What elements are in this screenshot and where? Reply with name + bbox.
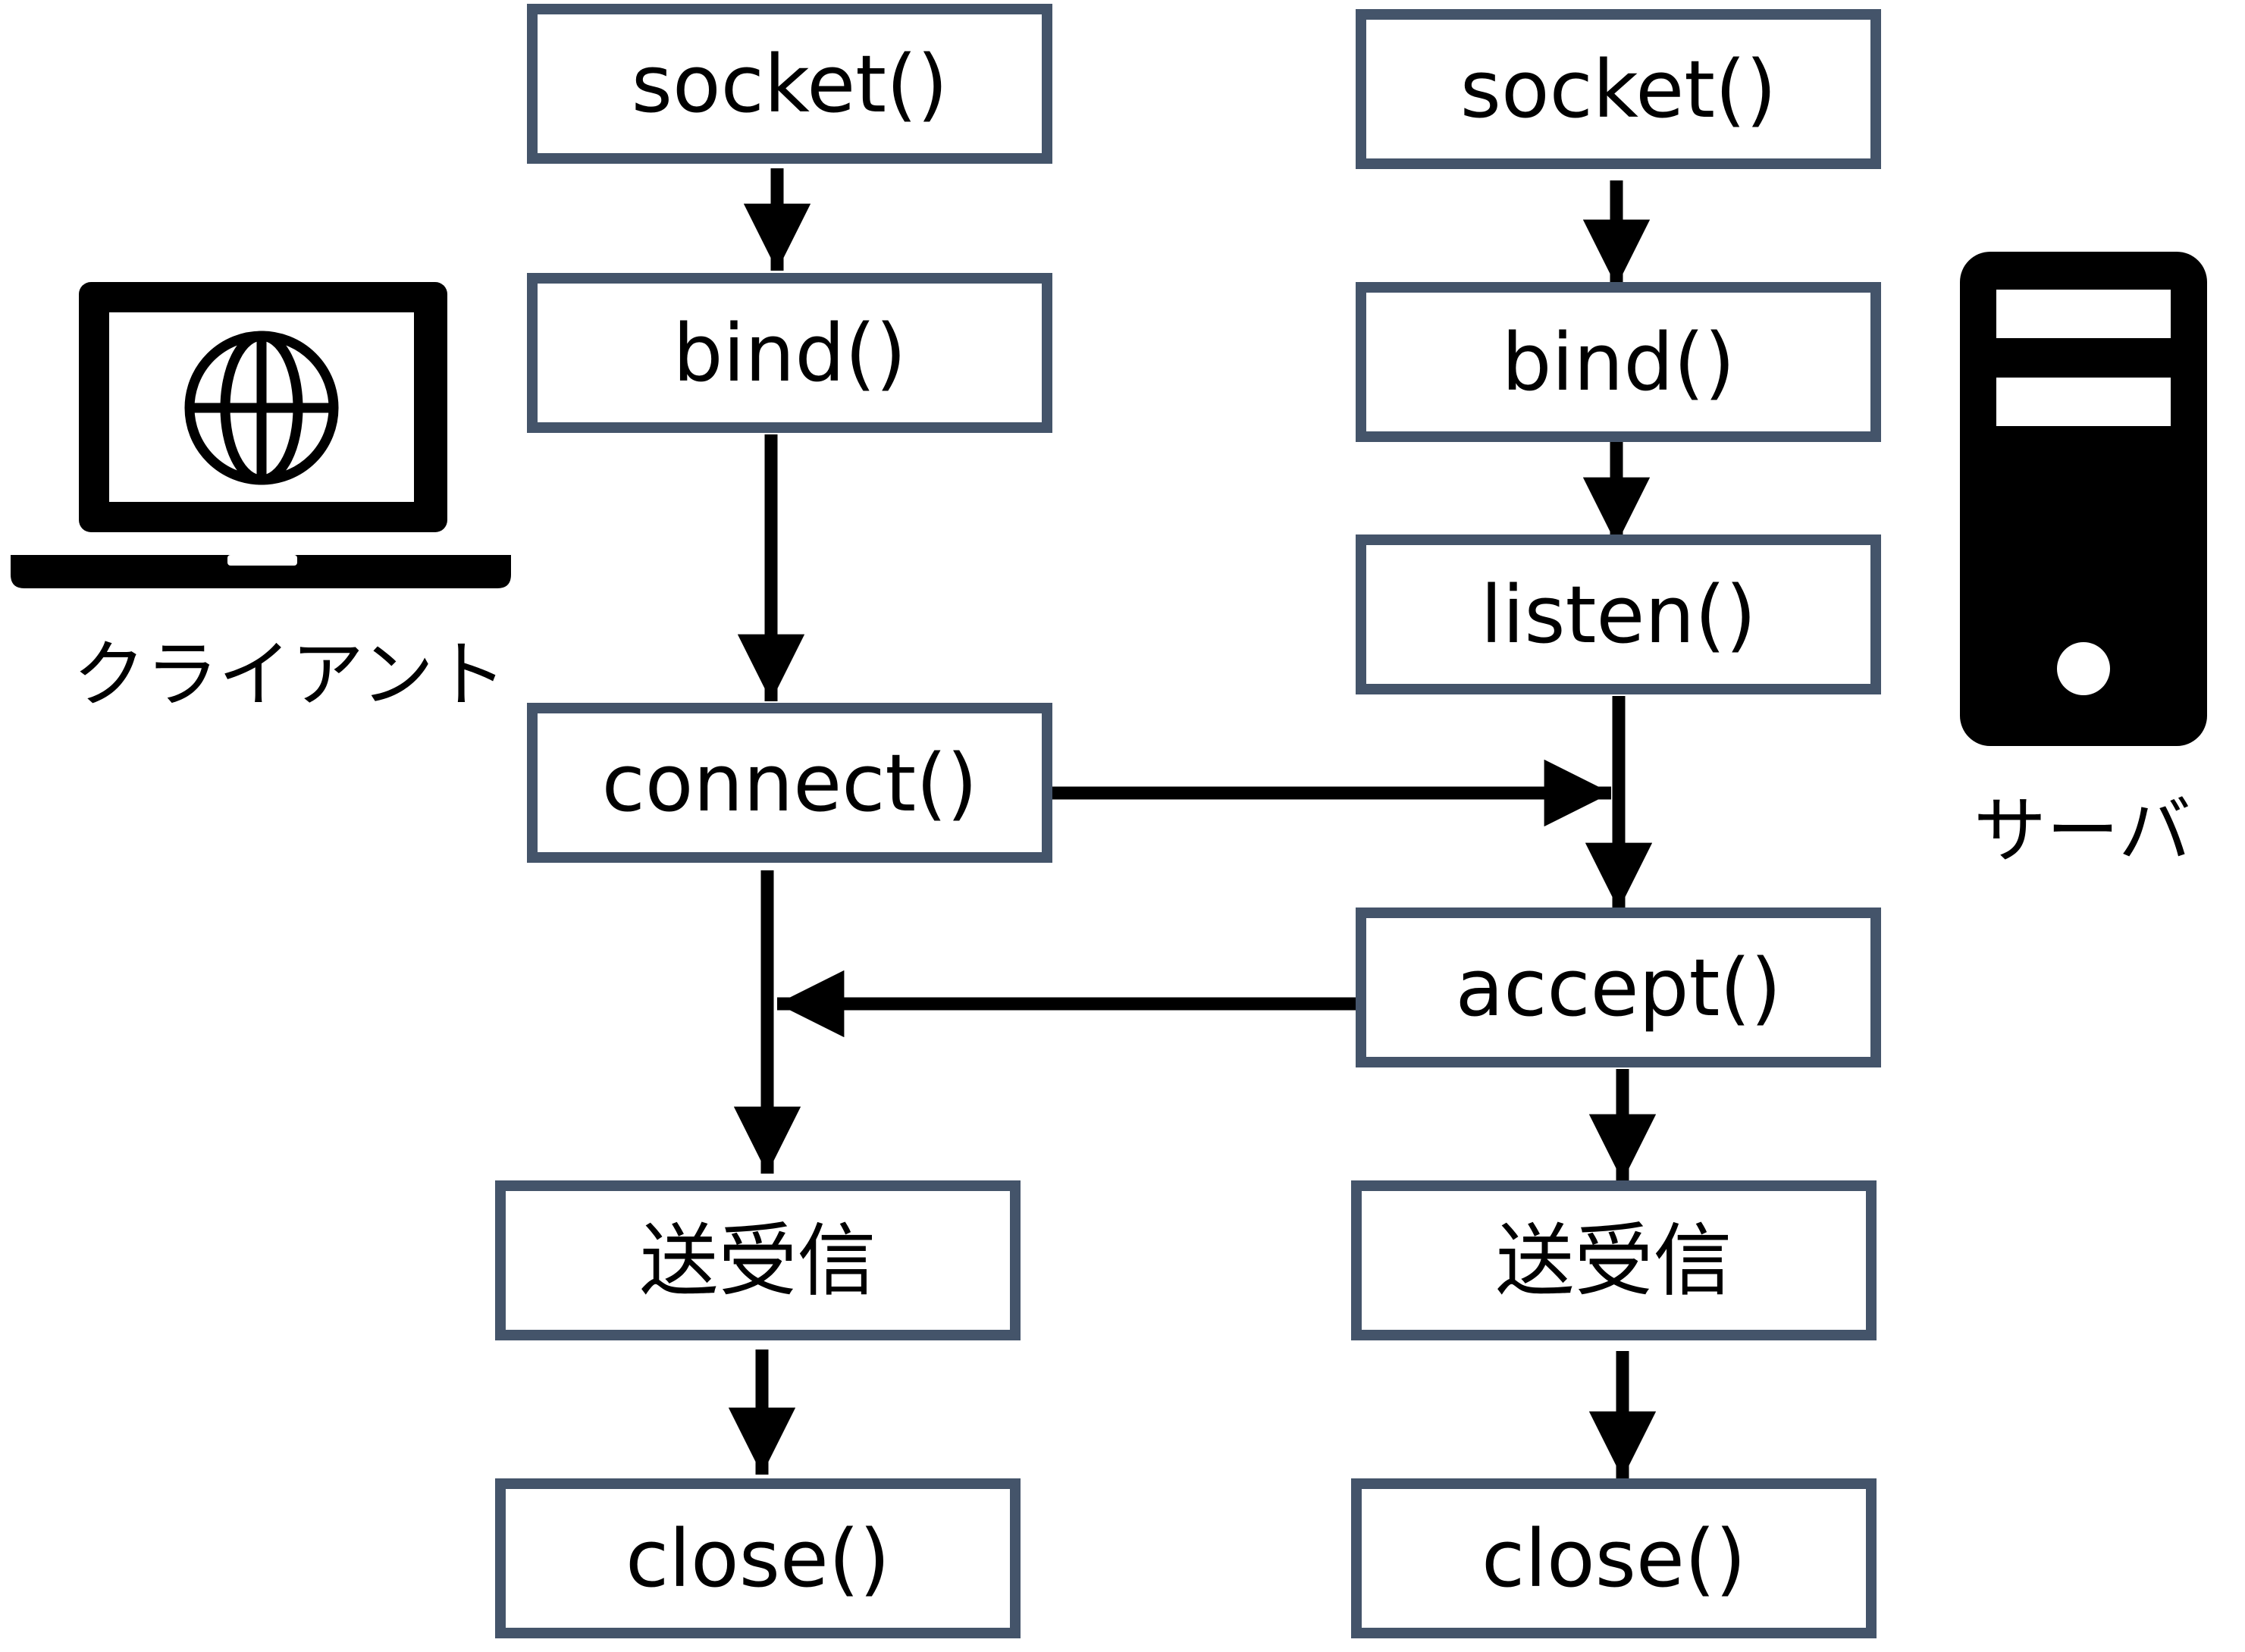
client-socket-label: socket() xyxy=(631,37,948,130)
server-listen-label: listen() xyxy=(1480,568,1757,661)
client-socket-box: socket() xyxy=(527,4,1052,164)
client-close-label: close() xyxy=(625,1512,891,1605)
server-close-label: close() xyxy=(1481,1512,1747,1605)
server-bind-label: bind() xyxy=(1501,315,1735,409)
server-socket-label: socket() xyxy=(1460,42,1777,136)
client-connect-label: connect() xyxy=(601,736,978,829)
client-transfer-box: 送受信 xyxy=(495,1180,1021,1340)
server-transfer-label: 送受信 xyxy=(1495,1214,1732,1307)
client-close-box: close() xyxy=(495,1478,1021,1638)
server-accept-label: accept() xyxy=(1455,941,1782,1034)
client-bind-label: bind() xyxy=(673,306,907,400)
client-bind-box: bind() xyxy=(527,273,1052,433)
client-connect-box: connect() xyxy=(527,703,1052,863)
client-transfer-label: 送受信 xyxy=(639,1214,876,1307)
server-listen-box: listen() xyxy=(1356,534,1881,694)
server-close-box: close() xyxy=(1351,1478,1877,1638)
server-label: サーバ xyxy=(1974,788,2192,873)
server-transfer-box: 送受信 xyxy=(1351,1180,1877,1340)
server-socket-box: socket() xyxy=(1356,9,1881,169)
client-label: クライアント xyxy=(73,632,507,717)
server-bind-box: bind() xyxy=(1356,282,1881,442)
server-accept-box: accept() xyxy=(1356,908,1881,1067)
